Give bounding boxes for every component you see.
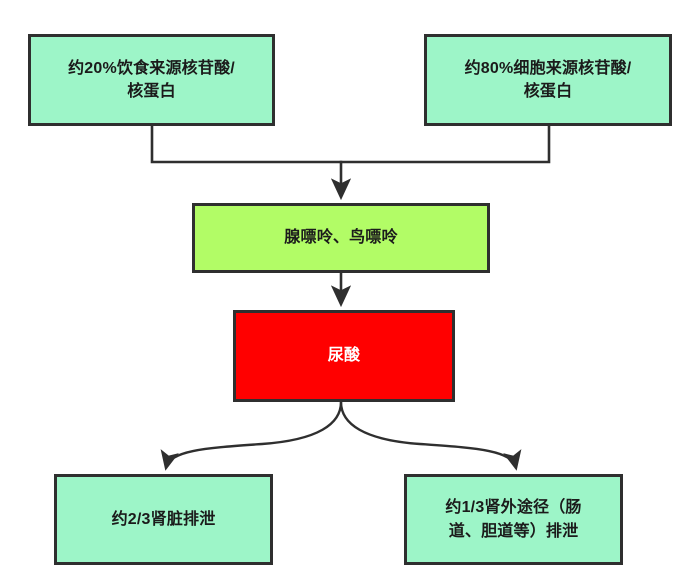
node-extrarenal-excretion[interactable]: 约1/3肾外途径（肠 道、胆道等）排泄 [404,474,623,565]
edge-cellular-to-purines [339,124,551,164]
node-purines-adenine-guanine[interactable]: 腺嘌呤、鸟嘌呤 [192,203,490,273]
node-uric-acid[interactable]: 尿酸 [233,310,455,402]
edge-uric-acid-to-extrarenal [339,401,522,471]
edge-dietary-to-purines [150,124,343,164]
node-renal-excretion[interactable]: 约2/3肾脏排泄 [54,474,273,565]
node-cellular-nucleotides[interactable]: 约80%细胞来源核苷酸/ 核蛋白 [424,34,672,126]
node-dietary-nucleotides[interactable]: 约20%饮食来源核苷酸/ 核蛋白 [28,34,275,126]
edge-uric-acid-to-renal [160,401,343,471]
